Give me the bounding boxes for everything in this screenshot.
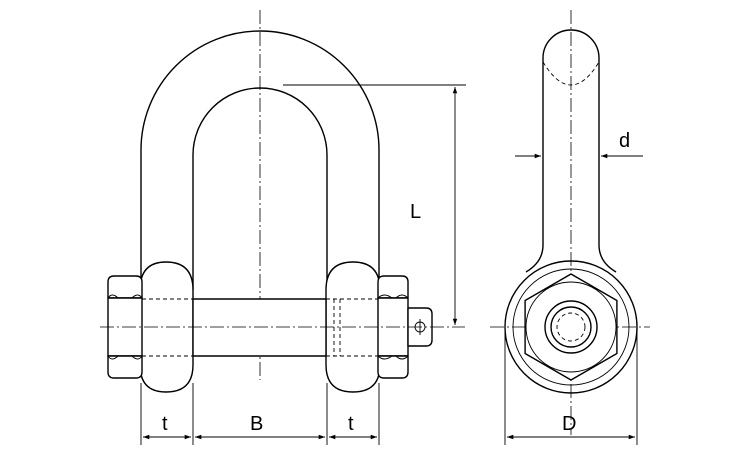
dimension-d-small: d	[515, 130, 643, 159]
side-shank	[542, 29, 617, 273]
dimension-l: L	[283, 84, 466, 325]
dimension-t-b-t: t B t	[140, 383, 380, 445]
side-hidden-arc	[542, 61, 600, 86]
eye-inner-circle	[512, 268, 630, 386]
d-small-label: d	[619, 130, 630, 152]
nut-chamfer-circle	[525, 281, 617, 373]
d-large-label: D	[562, 413, 576, 435]
bolt-shank	[192, 298, 327, 357]
side-view	[490, 10, 650, 435]
t-right-label: t	[348, 413, 354, 435]
bolt-end-inner	[550, 306, 592, 348]
bolt-end-outer	[544, 300, 598, 354]
shackle-bow-inner	[192, 87, 328, 290]
l-label: L	[410, 201, 421, 223]
b-label: B	[250, 413, 263, 435]
eye-outer-circle	[504, 260, 638, 394]
side-hex-nut	[524, 273, 618, 381]
t-left-label: t	[162, 413, 168, 435]
side-shank-flare	[525, 244, 544, 273]
bolt-hidden-circle	[556, 312, 586, 342]
shackle-bow-outer	[140, 30, 380, 290]
dimension-d-large: D	[504, 330, 638, 445]
front-view	[100, 10, 465, 393]
